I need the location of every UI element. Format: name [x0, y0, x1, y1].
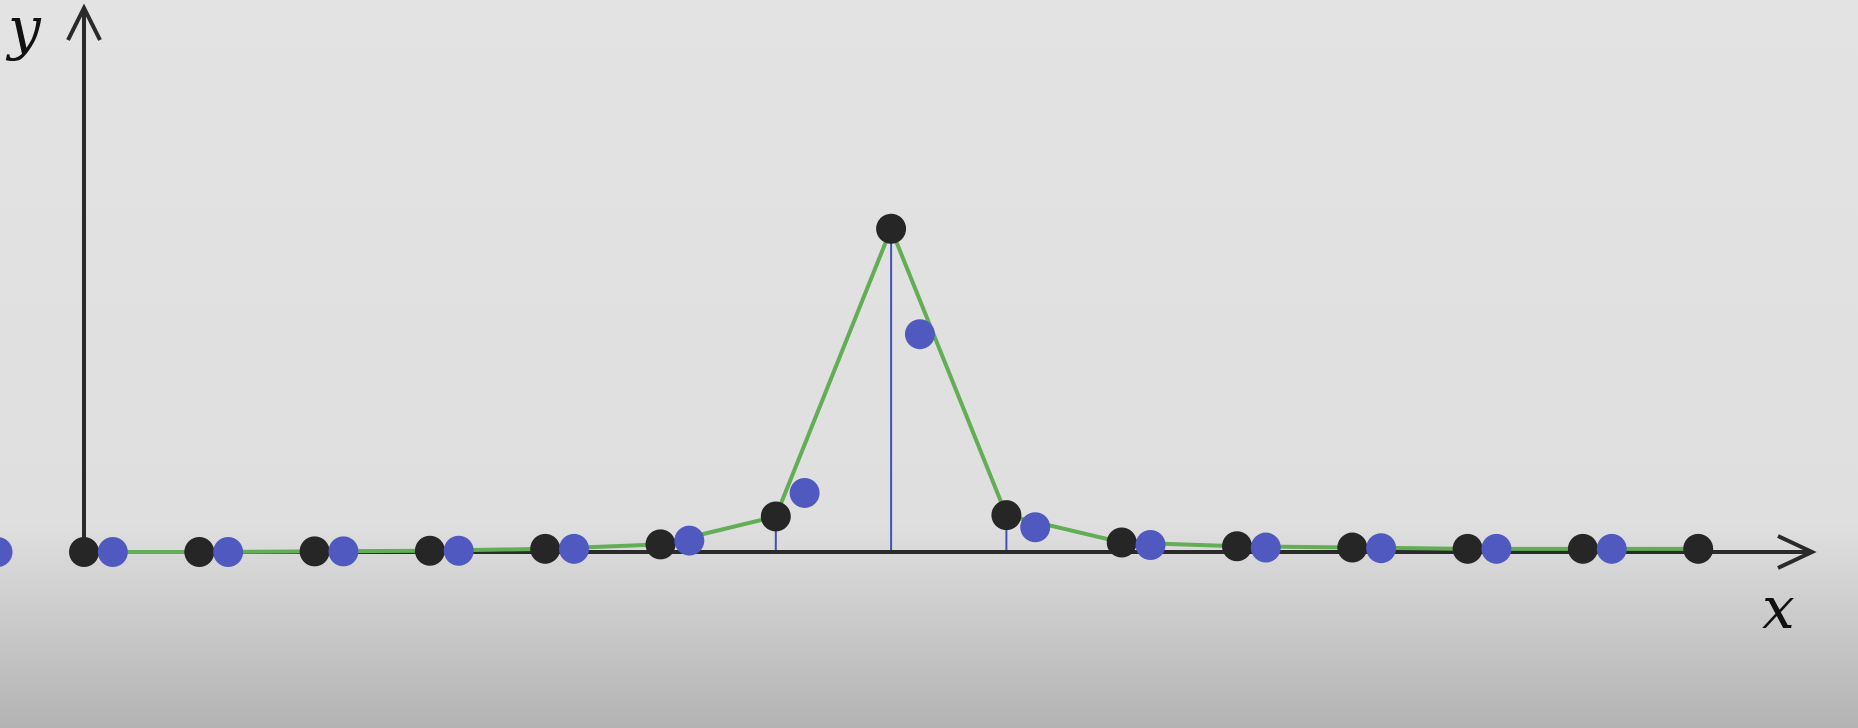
- black-data-point: [1222, 531, 1252, 562]
- black-data-point: [1337, 532, 1368, 563]
- blue-data-point: [328, 536, 359, 567]
- black-data-point: [530, 533, 561, 564]
- black-points-layer: [69, 213, 1714, 567]
- blue-data-point: [0, 537, 13, 567]
- blue-data-point: [1135, 530, 1166, 561]
- blue-data-point: [1481, 533, 1512, 564]
- black-data-point: [1452, 533, 1483, 564]
- blue-data-point: [1250, 532, 1281, 563]
- y-axis-arrowhead: [66, 3, 102, 41]
- black-data-point: [1683, 533, 1714, 564]
- black-data-point: [760, 501, 791, 532]
- blue-data-point: [1366, 533, 1397, 564]
- black-data-point: [876, 213, 907, 244]
- blue-data-point: [97, 537, 128, 567]
- black-data-point: [184, 537, 215, 567]
- x-axis-arrowhead: [1777, 534, 1817, 570]
- blue-data-point: [1020, 512, 1051, 543]
- black-data-point: [645, 529, 676, 560]
- blue-data-point: [443, 535, 474, 566]
- blue-data-point: [674, 525, 705, 556]
- black-data-point: [414, 535, 445, 566]
- x-axis-label: x: [1762, 574, 1795, 642]
- y-axis: y: [5, 0, 102, 555]
- black-data-point: [69, 537, 99, 567]
- blue-data-point: [904, 319, 935, 350]
- black-data-point: [1106, 527, 1137, 558]
- black-data-point: [991, 500, 1022, 531]
- blue-data-point: [559, 533, 590, 564]
- blue-data-point: [1596, 533, 1627, 564]
- blue-points-layer: [0, 319, 1627, 567]
- blue-data-point: [213, 537, 244, 567]
- black-data-point: [1567, 533, 1598, 564]
- y-axis-label: y: [5, 0, 42, 62]
- blue-data-point: [789, 477, 820, 508]
- black-data-point: [299, 536, 330, 567]
